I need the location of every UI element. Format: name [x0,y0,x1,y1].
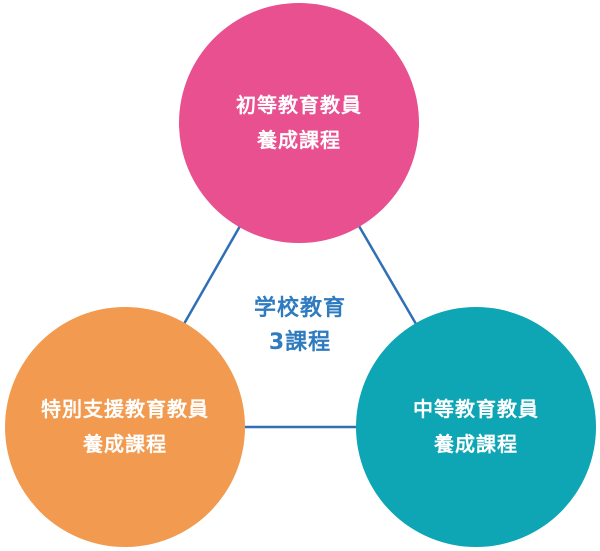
node-special-support-line1: 特別支援教育教員 [41,397,209,421]
node-special-support-line2: 養成課程 [83,432,167,456]
node-special-support: 特別支援教育教員 養成課程 [5,307,245,547]
node-elementary-line1: 初等教育教員 [236,93,362,117]
node-secondary-line1: 中等教育教員 [413,397,539,421]
center-label-line1: 学校教育 [253,296,346,321]
node-elementary: 初等教育教員 養成課程 [179,3,419,243]
center-label: 学校教育 3課程 [200,292,400,360]
node-secondary-line2: 養成課程 [434,432,518,456]
node-secondary: 中等教育教員 養成課程 [356,307,596,547]
node-elementary-line2: 養成課程 [257,128,341,152]
center-label-line2: 3課程 [268,330,332,356]
